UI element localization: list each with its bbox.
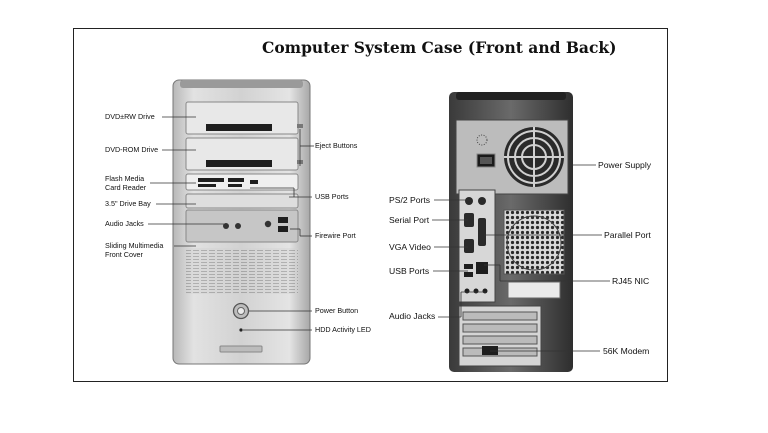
label-hdd-activity-led: HDD Activity LED [315,325,371,334]
label-flash-media-line1: Flash Media [105,174,145,183]
label-56k-modem: 56K Modem [603,346,650,356]
label-vga-video: VGA Video [389,242,431,252]
label-dvd-rw-drive: DVD±RW Drive [105,112,155,121]
label-dvd-rom-drive: DVD-ROM Drive [105,145,159,154]
label-eject-buttons: Eject Buttons [315,141,358,150]
back-leader-lines [432,155,610,352]
label-flash-media-card-reader: Flash Media Card Reader [105,174,146,192]
label-back-audio-jacks: Audio Jacks [389,311,436,321]
label-firewire-port: Firewire Port [315,231,356,240]
diagram-title: Computer System Case (Front and Back) [262,38,617,57]
front-tower [172,79,311,365]
label-rj45-nic: RJ45 NIC [612,276,650,286]
label-sliding-cover-line2: Front Cover [105,250,143,259]
front-leader-lines [148,116,314,331]
label-parallel-port: Parallel Port [604,230,651,240]
label-sliding-cover-line1: Sliding Multimedia [105,241,164,250]
label-serial-port: Serial Port [389,215,430,225]
label-power-supply: Power Supply [598,160,652,170]
label-flash-media-line2: Card Reader [105,183,147,192]
label-drive-bay: 3.5" Drive Bay [105,199,151,208]
back-tower [449,92,573,372]
label-ps2-ports: PS/2 Ports [389,195,431,205]
label-back-usb-ports: USB Ports [389,266,430,276]
label-sliding-multimedia-cover: Sliding Multimedia Front Cover [105,241,163,259]
label-front-usb-ports: USB Ports [315,192,349,201]
label-power-button: Power Button [315,306,359,315]
label-front-audio-jacks: Audio Jacks [105,219,144,228]
